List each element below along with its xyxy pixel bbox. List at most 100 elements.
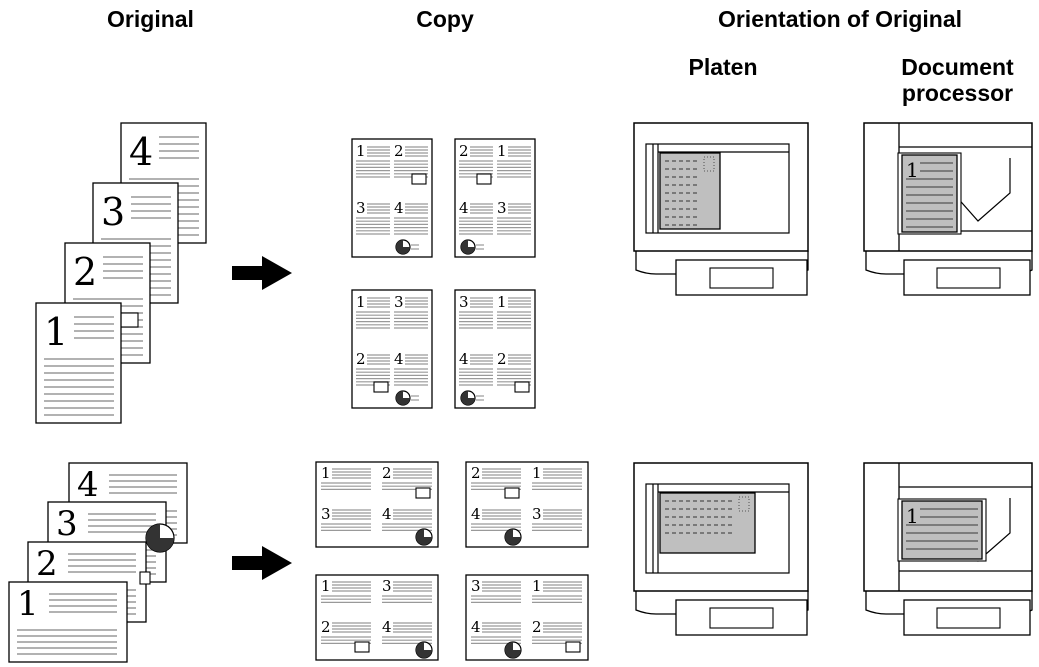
pie-slice	[146, 524, 174, 552]
pie-graphic	[504, 641, 522, 659]
panel-display	[936, 607, 1001, 629]
page-number: 4	[394, 199, 404, 217]
page-number: 1	[321, 577, 331, 595]
outline	[465, 461, 589, 548]
outline	[351, 138, 433, 258]
copy-sheet-portrait: 2 1 4 3	[454, 138, 536, 258]
header-orientation-of-original: Orientation of Original	[717, 6, 963, 32]
page-number: 4	[129, 130, 153, 174]
page-number: 3	[471, 577, 481, 595]
page-number: 1	[532, 577, 542, 595]
page-number: 4	[471, 505, 481, 523]
page-number: 1	[497, 142, 507, 160]
header-original: Original	[107, 6, 194, 32]
page-number: 1	[356, 142, 366, 160]
page-number: 3	[356, 199, 366, 217]
copy-sheet-landscape: 1 3 2 4	[315, 574, 439, 661]
original-on-glass	[659, 152, 721, 230]
page-number: 1	[17, 584, 39, 624]
original-page: 1	[8, 581, 128, 663]
document-processor-illustration: 1	[863, 122, 1033, 296]
page-number: 4	[459, 199, 469, 217]
header-copy: Copy	[416, 6, 474, 32]
pie-graphic	[395, 239, 411, 255]
image-box	[565, 641, 581, 653]
platen-scanner-illustration	[633, 462, 809, 636]
outline	[454, 138, 536, 258]
pie-graphic	[504, 528, 522, 546]
pie-graphic	[460, 390, 476, 406]
pie-slice	[505, 642, 521, 658]
panel-display	[936, 267, 1001, 289]
outline	[351, 289, 433, 409]
pie-graphic	[415, 641, 433, 659]
page-number: 2	[471, 464, 481, 482]
panel-display	[709, 267, 774, 289]
pie-slice	[416, 529, 432, 545]
page-number: 4	[77, 465, 99, 505]
header-document-processor-line1: Document	[901, 54, 1014, 80]
pie-slice	[416, 642, 432, 658]
pie-slice	[461, 391, 475, 405]
page-number: 1	[356, 293, 366, 311]
page-number: 3	[56, 504, 78, 544]
page-number: 1	[497, 293, 507, 311]
image-box	[354, 641, 370, 653]
page-number: 3	[532, 505, 542, 523]
original-on-glass	[659, 492, 756, 554]
page-number: 2	[532, 618, 542, 636]
pie-graphic	[460, 239, 476, 255]
page-number: 4	[394, 350, 404, 368]
page-number: 1	[906, 504, 919, 528]
feeder-path	[954, 158, 1011, 222]
page-number: 2	[356, 350, 366, 368]
original-page: 1	[35, 302, 122, 424]
copy-sheet-landscape: 1 2 3 4	[315, 461, 439, 548]
page-number: 2	[382, 464, 392, 482]
header-document-processor: Document processor	[880, 54, 1035, 106]
copy-sheet-portrait: 1 3 2 4	[351, 289, 433, 409]
image-box	[476, 173, 492, 185]
page-number: 3	[321, 505, 331, 523]
arrow-right-icon	[232, 256, 292, 290]
page-number: 1	[321, 464, 331, 482]
page-number: 2	[73, 250, 97, 294]
image-box	[514, 381, 530, 393]
page-number: 2	[459, 142, 469, 160]
copy-sheet-landscape: 2 1 4 3	[465, 461, 589, 548]
image-box	[139, 571, 151, 585]
image-box	[373, 381, 389, 393]
image-box	[119, 312, 139, 328]
copy-sheet-landscape: 3 1 4 2	[465, 574, 589, 661]
page-number: 3	[459, 293, 469, 311]
page-number: 3	[497, 199, 507, 217]
image-box	[415, 487, 431, 499]
page-number: 4	[471, 618, 481, 636]
panel-display	[709, 607, 774, 629]
page-number: 4	[459, 350, 469, 368]
page-number: 1	[906, 158, 919, 182]
page-number: 3	[394, 293, 404, 311]
image-box	[504, 487, 520, 499]
pie-slice	[505, 529, 521, 545]
page-number: 2	[321, 618, 331, 636]
page-number: 3	[101, 190, 125, 234]
outline	[35, 302, 122, 424]
page-number: 2	[36, 544, 58, 584]
pie-slice	[396, 391, 410, 405]
pie-graphic	[415, 528, 433, 546]
pie-graphic	[395, 390, 411, 406]
page-number: 4	[382, 618, 392, 636]
page-number: 4	[382, 505, 392, 523]
header-platen: Platen	[688, 54, 758, 80]
pie-slice	[461, 240, 475, 254]
arrow-right-icon	[232, 546, 292, 580]
header-document-processor-line2: processor	[901, 80, 1014, 106]
page-number: 3	[382, 577, 392, 595]
document-processor-illustration: 1	[863, 462, 1033, 636]
page-number: 1	[44, 310, 68, 354]
page-number: 1	[532, 464, 542, 482]
